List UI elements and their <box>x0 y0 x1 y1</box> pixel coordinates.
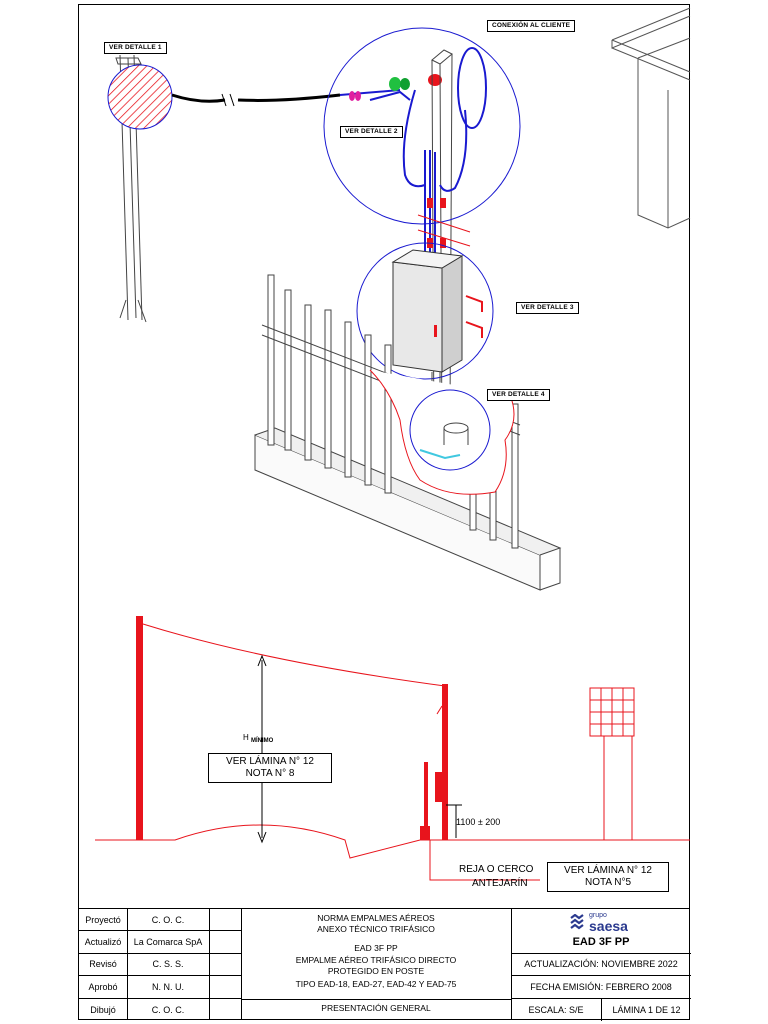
ground-rod <box>419 422 469 460</box>
escala: ESCALA: S/E <box>528 1004 584 1015</box>
detalle-4-circle <box>409 389 491 471</box>
note2-line1: VER LÁMINA N° 12 <box>564 865 652 876</box>
fence-label-line2: ANTEJARÍN <box>472 878 528 889</box>
title-presentacion: PRESENTACIÓN GENERAL <box>321 1003 431 1013</box>
title-tipo: TIPO EAD-18, EAD-27, EAD-42 Y EAD-75 <box>295 979 457 989</box>
note-lamina-12-nota-8: VER LÁMINA N° 12 NOTA N° 8 <box>208 753 332 783</box>
service-cable <box>171 89 401 107</box>
name-dibujo: C. O. C. <box>151 1004 185 1015</box>
connectors <box>349 74 442 101</box>
detalle-3-circle <box>356 242 494 380</box>
name-aprobo: N. N. U. <box>151 981 184 992</box>
row-reviso: Revisó C. S. S. <box>79 954 241 977</box>
name-proyecto: C. O. C. <box>151 914 185 925</box>
saesa-logo-icon <box>569 913 585 930</box>
logo-area: grupo saesa EAD 3F PP <box>511 909 691 954</box>
row-proyecto: Proyectó C. O. C. <box>79 909 241 932</box>
detalle-2-circle <box>323 27 521 225</box>
row-dibujo: Dibujó C. O. C. <box>79 999 241 1021</box>
role-actualizo: Actualizó <box>84 937 122 948</box>
actualizacion: ACTUALIZACIÓN: NOVIEMBRE 2022 <box>511 954 691 977</box>
note1-line1: VER LÁMINA N° 12 <box>226 756 314 767</box>
title-anexo: ANEXO TÉCNICO TRIFÁSICO <box>317 924 435 934</box>
drop-loop <box>402 47 487 270</box>
elevation-view <box>95 616 690 881</box>
title-norma: NORMA EMPALMES AÉREOS <box>317 913 435 923</box>
row-aprobo: Aprobó N. N. U. <box>79 976 241 999</box>
label-detalle-1: VER DETALLE 1 <box>104 42 167 54</box>
name-actualizo: La Comarca SpA <box>133 937 203 948</box>
title-code: EAD 3F PP <box>354 943 398 953</box>
lamina: LÁMINA 1 DE 12 <box>601 998 691 1021</box>
name-reviso: C. S. S. <box>152 959 184 970</box>
detalle-1-circle <box>107 64 173 130</box>
sheet-code: EAD 3F PP <box>572 936 630 948</box>
house-corner <box>611 7 691 229</box>
label-detalle-3: VER DETALLE 3 <box>516 302 579 314</box>
role-dibujo: Dibujó <box>90 1004 116 1015</box>
note2-line2: NOTA N°5 <box>584 877 632 888</box>
label-detalle-4: VER DETALLE 4 <box>487 389 550 401</box>
title-block: Proyectó C. O. C. Actualizó La Comarca S… <box>78 908 691 1021</box>
fecha-emision: FECHA EMISIÓN: FEBRERO 2008 <box>511 976 691 999</box>
fence-label-line1: REJA O CERCO <box>459 864 534 875</box>
h-letter: H <box>243 733 249 742</box>
row-actualizo: Actualizó La Comarca SpA <box>79 931 241 954</box>
logo-saesa: saesa <box>589 918 628 934</box>
label-detalle-2: VER DETALLE 2 <box>340 126 403 138</box>
logo-grupo: grupo <box>589 912 607 919</box>
title-protegido: PROTEGIDO EN POSTE <box>327 966 425 976</box>
wall-brackets <box>465 295 483 338</box>
role-reviso: Revisó <box>89 959 117 970</box>
meter-box <box>391 249 464 373</box>
dimension-1100: 1100 ± 200 <box>456 817 501 827</box>
role-proyecto: Proyectó <box>85 914 121 925</box>
note1-line2: NOTA N° 8 <box>245 768 295 779</box>
note-lamina-12-nota-5: VER LÁMINA N° 12 NOTA N°5 <box>547 862 669 892</box>
label-conexion-cliente: CONEXIÓN AL CLIENTE <box>487 20 576 32</box>
title-empalme: EMPALME AÉREO TRIFÁSICO DIRECTO <box>295 955 457 965</box>
h-subscript: MÍNIMO <box>251 738 274 744</box>
role-aprobo: Aprobó <box>88 981 118 992</box>
